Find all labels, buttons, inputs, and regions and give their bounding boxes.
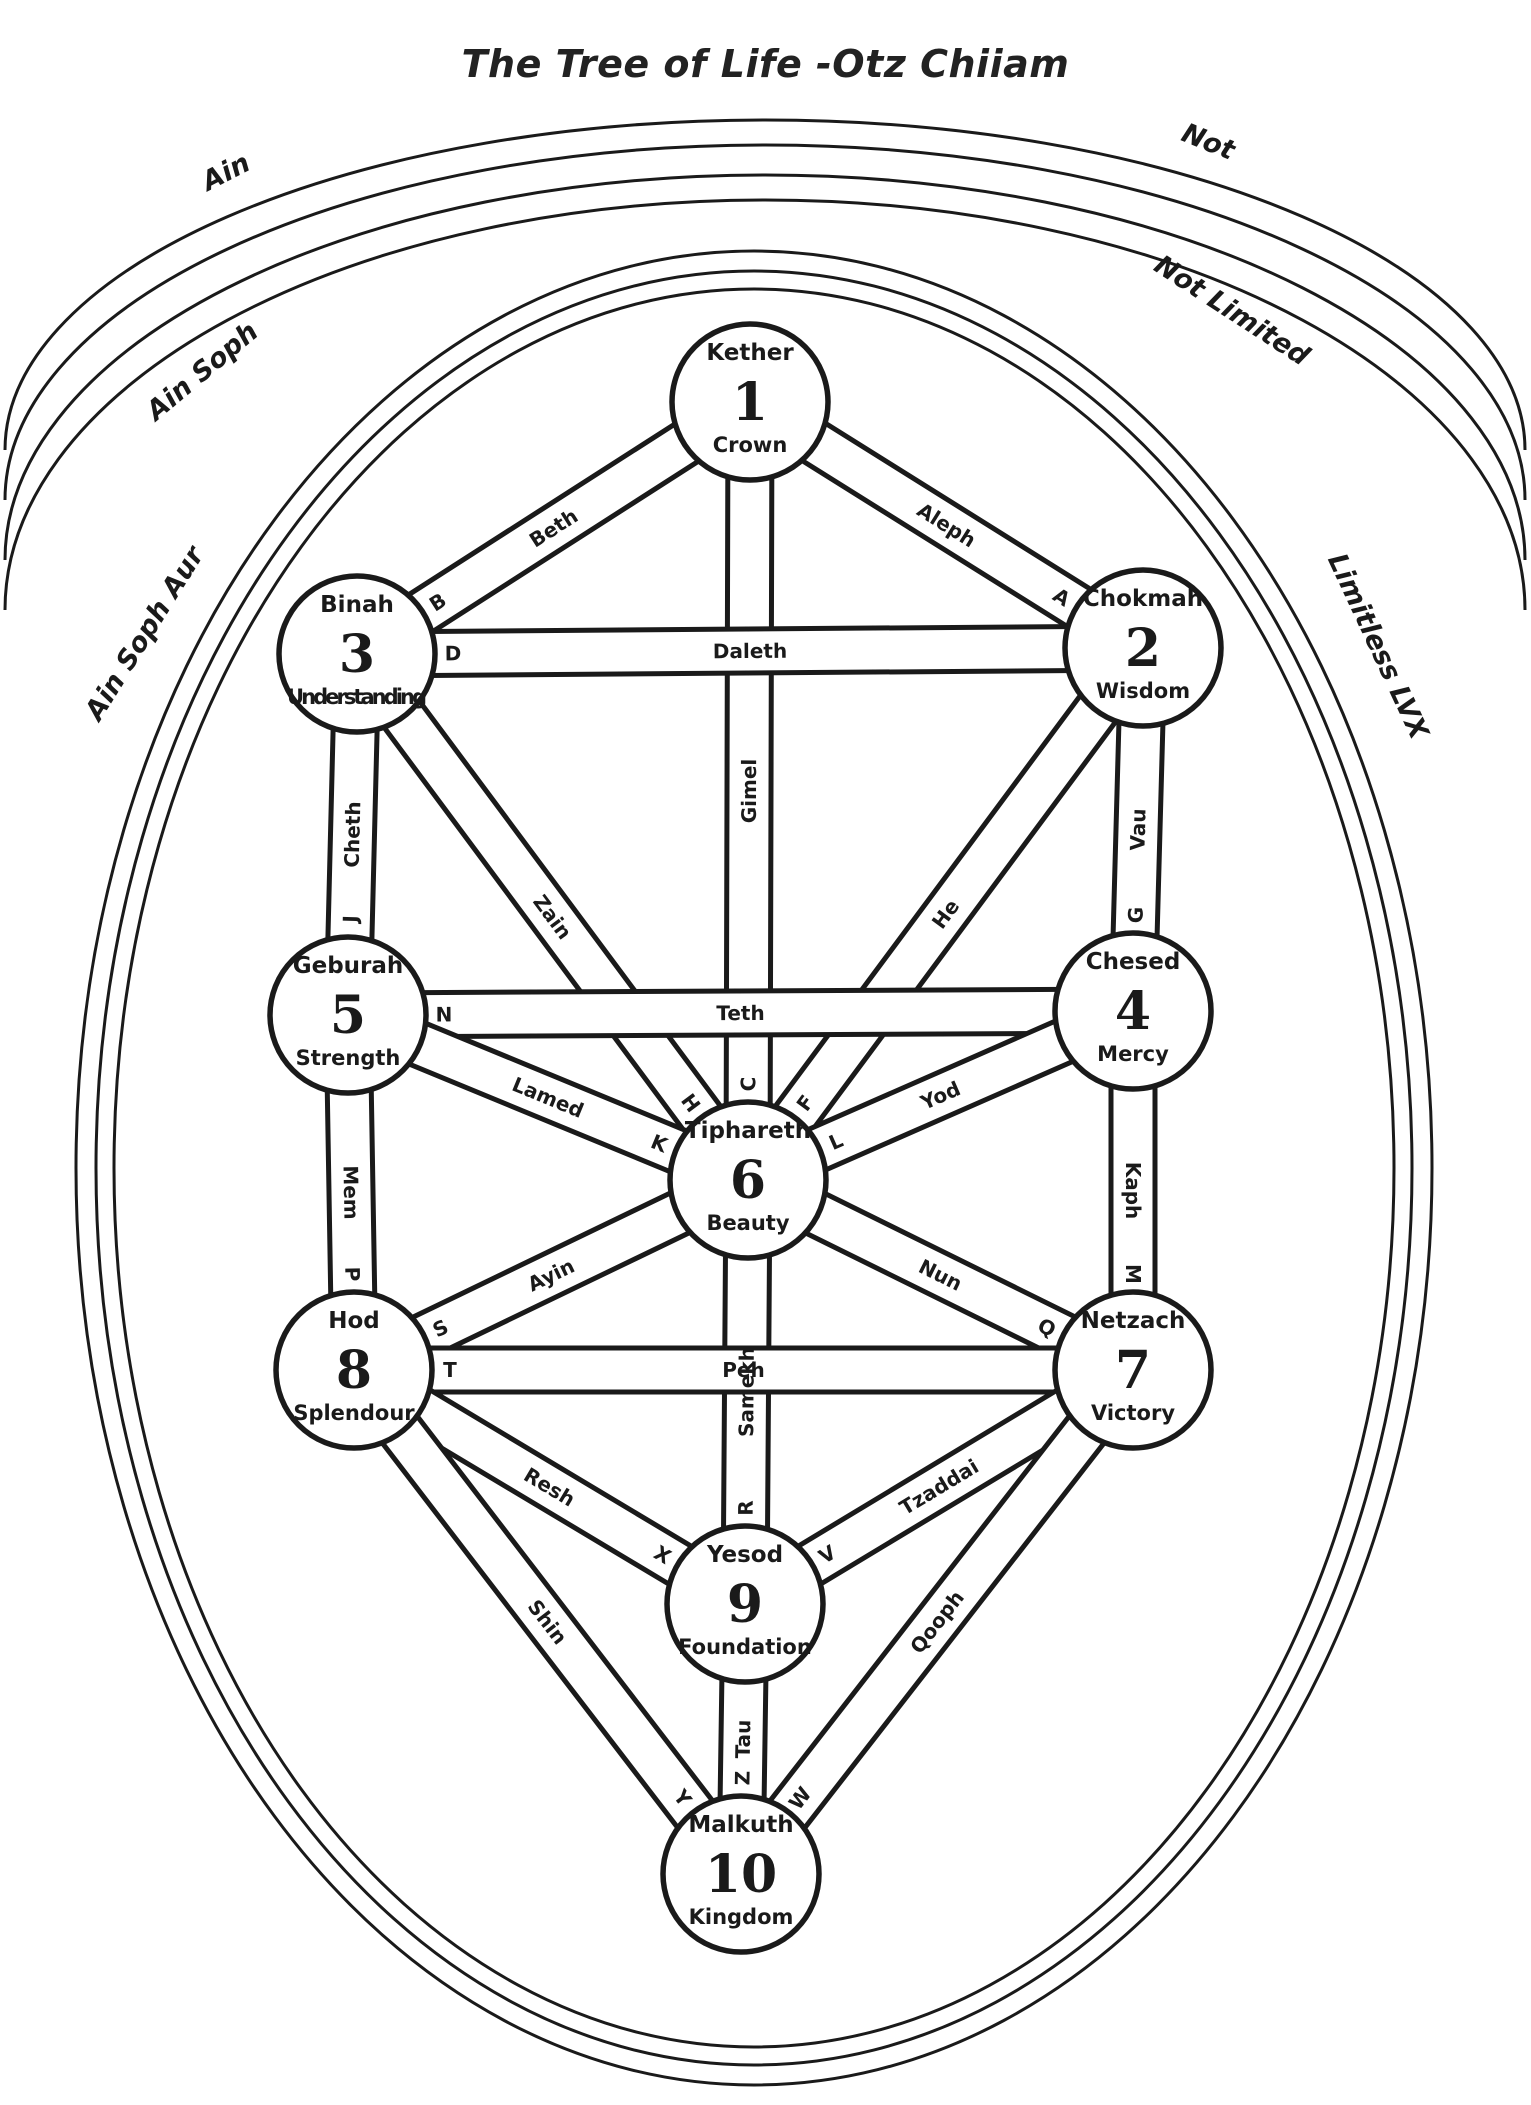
path-band bbox=[351, 1345, 1136, 1395]
sephira-circle bbox=[267, 934, 429, 1096]
sephira-title: Wisdom bbox=[1096, 679, 1190, 703]
path-letter-t: T bbox=[443, 1358, 457, 1382]
sephira-number: 10 bbox=[705, 1844, 777, 1905]
veil-label-not-limited: Not Limited bbox=[1149, 249, 1316, 372]
sephira-name: Binah bbox=[320, 592, 394, 618]
sephira-title: Foundation bbox=[678, 1635, 812, 1659]
path-letter-n: N bbox=[436, 1002, 453, 1026]
path-letter-r: R bbox=[734, 1500, 758, 1516]
sephira-circle bbox=[1052, 930, 1214, 1092]
sephira-title: Strength bbox=[296, 1046, 401, 1070]
path-letter-z: Z bbox=[730, 1771, 754, 1786]
outer-oval-2 bbox=[94, 269, 1414, 2067]
veil-label-ain-soph: Ain Soph bbox=[139, 316, 264, 428]
veil-label-ain: Ain bbox=[195, 147, 255, 198]
sephira-title: Victory bbox=[1091, 1401, 1175, 1425]
sephira-title: Kingdom bbox=[689, 1905, 794, 1929]
sephira-number: 1 bbox=[732, 372, 768, 433]
sephira-number: 7 bbox=[1115, 1340, 1151, 1401]
sephira-number: 6 bbox=[730, 1150, 766, 1211]
sephira-name: Hod bbox=[328, 1308, 380, 1334]
sephira-number: 2 bbox=[1125, 618, 1161, 679]
sephira-number: 4 bbox=[1115, 981, 1151, 1042]
path-name-samekh: Samekh bbox=[734, 1347, 759, 1437]
sephira-circle bbox=[669, 321, 831, 483]
path-letter-m: M bbox=[1121, 1264, 1145, 1284]
path-name-gimel: Gimel bbox=[737, 759, 761, 824]
sephira-number: 9 bbox=[727, 1574, 763, 1635]
sephira-name: Geburah bbox=[293, 953, 404, 979]
path-name-vau: Vau bbox=[1125, 808, 1150, 851]
veil-arc-3 bbox=[3, 173, 1527, 561]
path-name-teth: Teth bbox=[716, 1001, 764, 1025]
sephira-title: Beauty bbox=[706, 1211, 789, 1235]
sephira-title: Mercy bbox=[1097, 1042, 1169, 1066]
sephira-circle bbox=[667, 1099, 829, 1261]
sephira-circle bbox=[1062, 567, 1224, 729]
sephira-title: Splendour bbox=[293, 1401, 415, 1425]
path-name-cheth: Cheth bbox=[340, 801, 366, 868]
sephira-name: Netzach bbox=[1081, 1308, 1186, 1334]
veil-label-limitless-lvx: Limitless LVX bbox=[1321, 549, 1435, 745]
veil-label-not: Not bbox=[1177, 118, 1240, 167]
path-name-peh: Peh bbox=[722, 1358, 764, 1382]
sephira-name: Yesod bbox=[706, 1542, 783, 1568]
outer-oval-3 bbox=[112, 287, 1396, 2049]
path-letter-c: C bbox=[736, 1077, 760, 1092]
sephira-title: Understanding bbox=[287, 685, 427, 709]
outer-oval-1 bbox=[74, 249, 1434, 2087]
path-letter-d: D bbox=[445, 641, 462, 665]
sephira-name: Chokmah bbox=[1083, 586, 1203, 612]
veil-arc-2 bbox=[3, 143, 1527, 501]
sephira-circle bbox=[273, 1289, 435, 1451]
path-name-kaph: Kaph bbox=[1121, 1162, 1145, 1220]
veil-arc-1 bbox=[3, 118, 1527, 451]
sephira-circle bbox=[660, 1793, 822, 1955]
path-letter-g: G bbox=[1123, 906, 1147, 923]
diagram-title: The Tree of Life -Otz Chiiam bbox=[461, 42, 1070, 86]
path-letter-p: P bbox=[340, 1266, 364, 1281]
path-name-mem: Mem bbox=[339, 1165, 364, 1220]
sephira-number: 8 bbox=[336, 1340, 372, 1401]
sephira-circle bbox=[1052, 1289, 1214, 1451]
sephira-number: 5 bbox=[330, 985, 366, 1046]
path-name-tau: Tau bbox=[731, 1719, 756, 1758]
path-letter-j: J bbox=[338, 915, 362, 925]
veil-arc-4 bbox=[3, 198, 1527, 611]
veil-arcs bbox=[3, 118, 1527, 611]
sephira-number: 3 bbox=[339, 624, 375, 685]
path-peh bbox=[351, 1345, 1136, 1395]
paths bbox=[323, 379, 1168, 1892]
sephira-title: Crown bbox=[713, 433, 788, 457]
sephira-name: Chesed bbox=[1086, 949, 1181, 975]
sephira-name: Tiphareth bbox=[685, 1118, 811, 1144]
sephira-circle bbox=[276, 573, 438, 735]
path-name-daleth: Daleth bbox=[713, 639, 788, 664]
sephira-name: Kether bbox=[706, 340, 794, 366]
sephira-name: Malkuth bbox=[688, 1812, 793, 1838]
sephira-circle bbox=[664, 1523, 826, 1685]
outer-ovals bbox=[74, 249, 1434, 2087]
